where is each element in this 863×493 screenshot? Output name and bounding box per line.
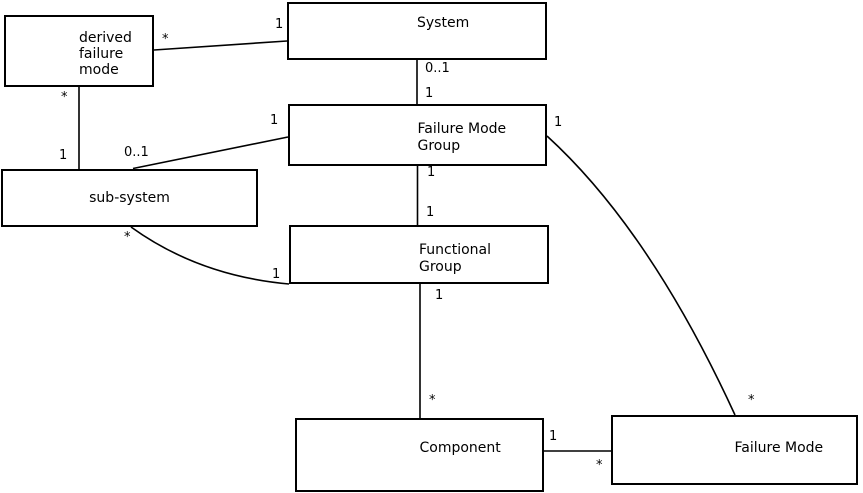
multiplicity-label: 0..1: [124, 145, 149, 160]
entity-functional-group: Functional Group: [289, 225, 549, 284]
connection-derived-failure-mode--system: [153, 40, 288, 51]
multiplicity-label: *: [124, 230, 131, 245]
multiplicity-label: 1: [427, 165, 436, 180]
entity-label: derived failure mode: [79, 30, 132, 78]
multiplicity-label: 1: [425, 86, 434, 101]
multiplicity-label: *: [162, 32, 169, 47]
multiplicity-label: 0..1: [425, 61, 450, 76]
entity-label: sub-system: [89, 190, 170, 206]
connection-sub-system--functional-group: [130, 226, 290, 285]
connection-sub-system--failure-mode-group: [132, 136, 289, 170]
connection-failure-mode-group--failure-mode: [546, 135, 736, 416]
multiplicity-label: *: [429, 393, 436, 408]
entity-sub-system: sub-system: [1, 169, 258, 227]
multiplicity-label: 1: [275, 17, 284, 32]
entity-label: Failure Mode: [734, 440, 824, 456]
entity-label: Failure Mode Group: [417, 121, 507, 154]
entity-label: Component: [419, 440, 501, 456]
entity-failure-mode-group: Failure Mode Group: [288, 104, 547, 166]
multiplicity-label: 1: [549, 429, 558, 444]
entity-label: System: [417, 15, 470, 31]
multiplicity-label: 1: [426, 205, 435, 220]
multiplicity-label: 1: [554, 115, 563, 130]
multiplicity-label: *: [748, 393, 755, 408]
entity-label: Functional Group: [419, 242, 492, 275]
multiplicity-label: 1: [59, 148, 68, 163]
multiplicity-label: *: [596, 458, 603, 473]
multiplicity-label: 1: [435, 288, 444, 303]
multiplicity-label: 1: [270, 113, 279, 128]
multiplicity-label: 1: [272, 267, 281, 282]
entity-component: Component: [295, 418, 544, 492]
entity-failure-mode: Failure Mode: [611, 415, 858, 485]
multiplicity-label: *: [61, 90, 68, 105]
entity-system: System: [287, 2, 547, 60]
entity-derived-failure-mode: derived failure mode: [4, 15, 154, 87]
